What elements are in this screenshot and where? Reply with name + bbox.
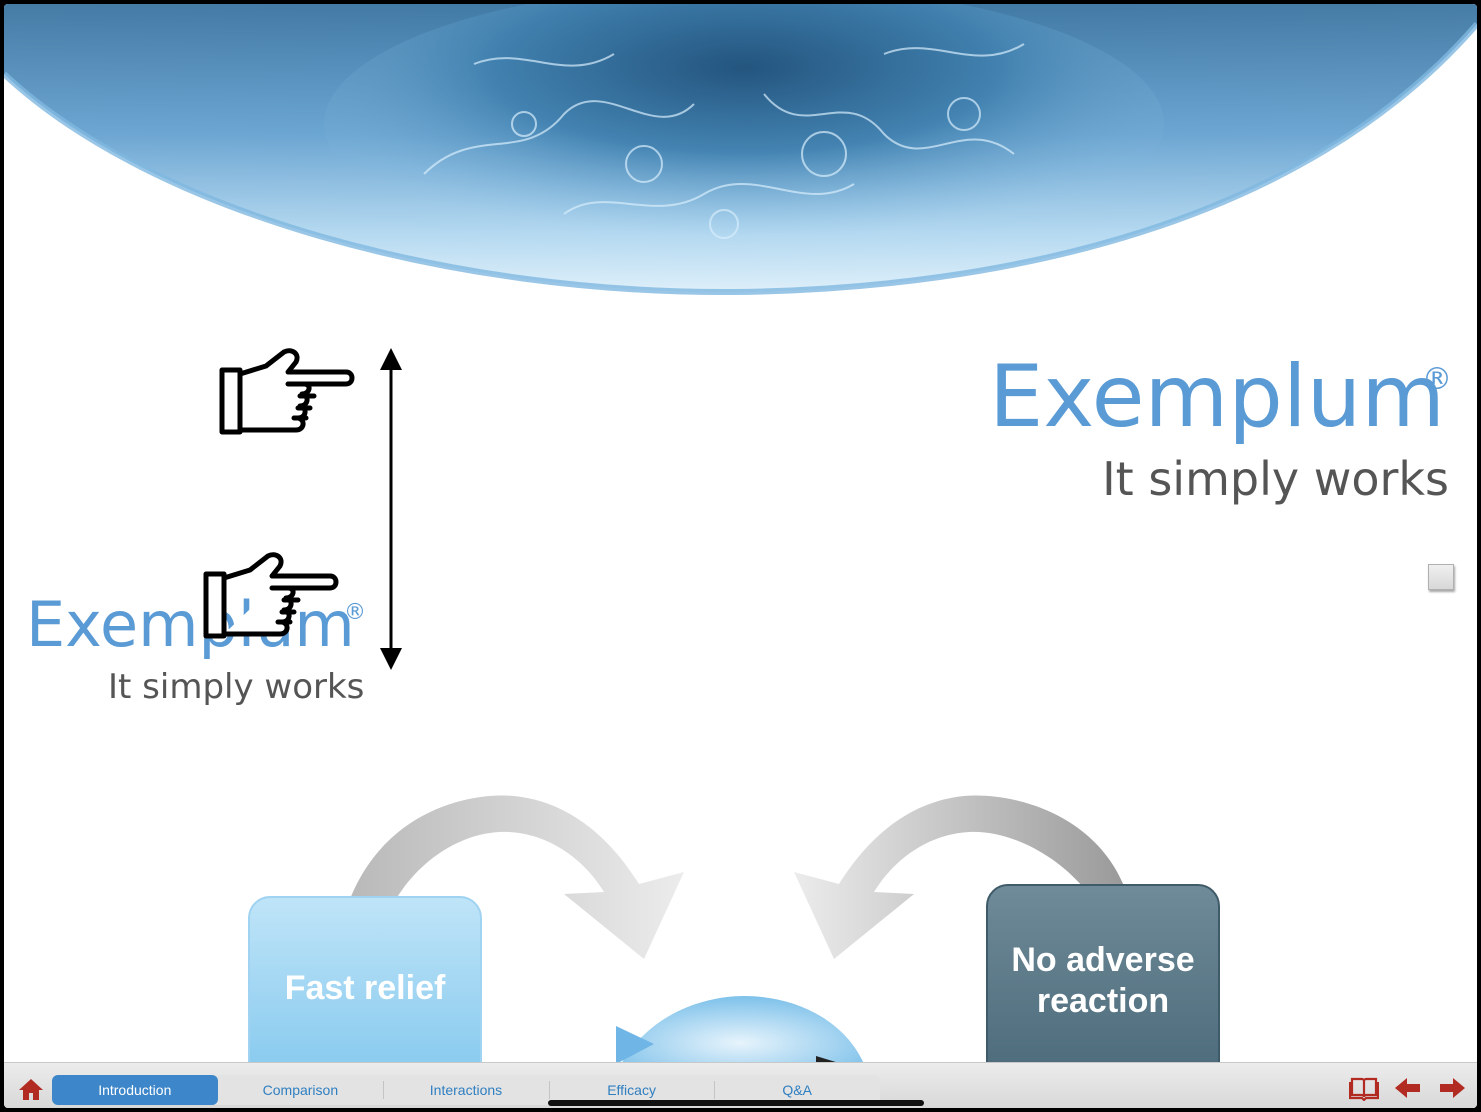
double-arrow-icon: [380, 348, 402, 670]
pointing-hand-icon: [203, 552, 339, 639]
nav-controls: [1349, 1075, 1467, 1101]
no-adverse-line1: No adverse: [1011, 941, 1195, 980]
home-indicator[interactable]: [548, 1100, 924, 1106]
brand-tagline: It simply works: [1102, 452, 1449, 506]
tab-introduction[interactable]: Introduction: [52, 1075, 218, 1105]
arrow-right-icon[interactable]: [1437, 1075, 1467, 1101]
tab-efficacy[interactable]: Efficacy: [548, 1075, 715, 1105]
brand-name-small: Exemplum: [26, 588, 355, 661]
no-adverse-line2: reaction: [1036, 982, 1170, 1020]
tab-label: Interactions: [429, 1082, 503, 1098]
tab-comparison[interactable]: Comparison: [218, 1075, 384, 1105]
registered-mark: ®: [1422, 362, 1452, 397]
registered-mark-small: ®: [344, 600, 366, 625]
tab-qa[interactable]: Q&A: [714, 1075, 880, 1105]
fast-relief-label: Fast relief: [284, 968, 446, 1007]
tab-interactions[interactable]: Interactions: [383, 1075, 549, 1105]
no-adverse-reaction-label: No adverse reaction: [1011, 940, 1194, 1022]
tab-label: Introduction: [98, 1082, 172, 1098]
pointing-hand-icon: [219, 348, 355, 435]
fast-relief-box[interactable]: Fast relief: [248, 896, 482, 1080]
book-icon[interactable]: [1349, 1075, 1379, 1101]
arrow-left-icon[interactable]: [1393, 1075, 1423, 1101]
brand-logo-large: Exemplum ® It simply works: [989, 354, 1459, 514]
header-water-image: [4, 4, 1477, 296]
no-adverse-reaction-box[interactable]: No adverse reaction: [986, 884, 1220, 1078]
checkbox-square[interactable]: [1428, 564, 1454, 590]
tab-label: Efficacy: [607, 1082, 656, 1098]
tab-label: Comparison: [262, 1082, 339, 1098]
brand-name: Exemplum: [989, 347, 1446, 447]
brand-tagline-small: It simply works: [108, 667, 365, 707]
slide-canvas: Exemplum ® It simply works Exemplum ® It…: [4, 4, 1477, 1108]
benefit-diagram: [350, 795, 1124, 1074]
home-icon[interactable]: [18, 1077, 44, 1101]
brand-logo-small: Exemplum ® It simply works: [26, 594, 386, 714]
tab-label: Q&A: [782, 1082, 812, 1098]
